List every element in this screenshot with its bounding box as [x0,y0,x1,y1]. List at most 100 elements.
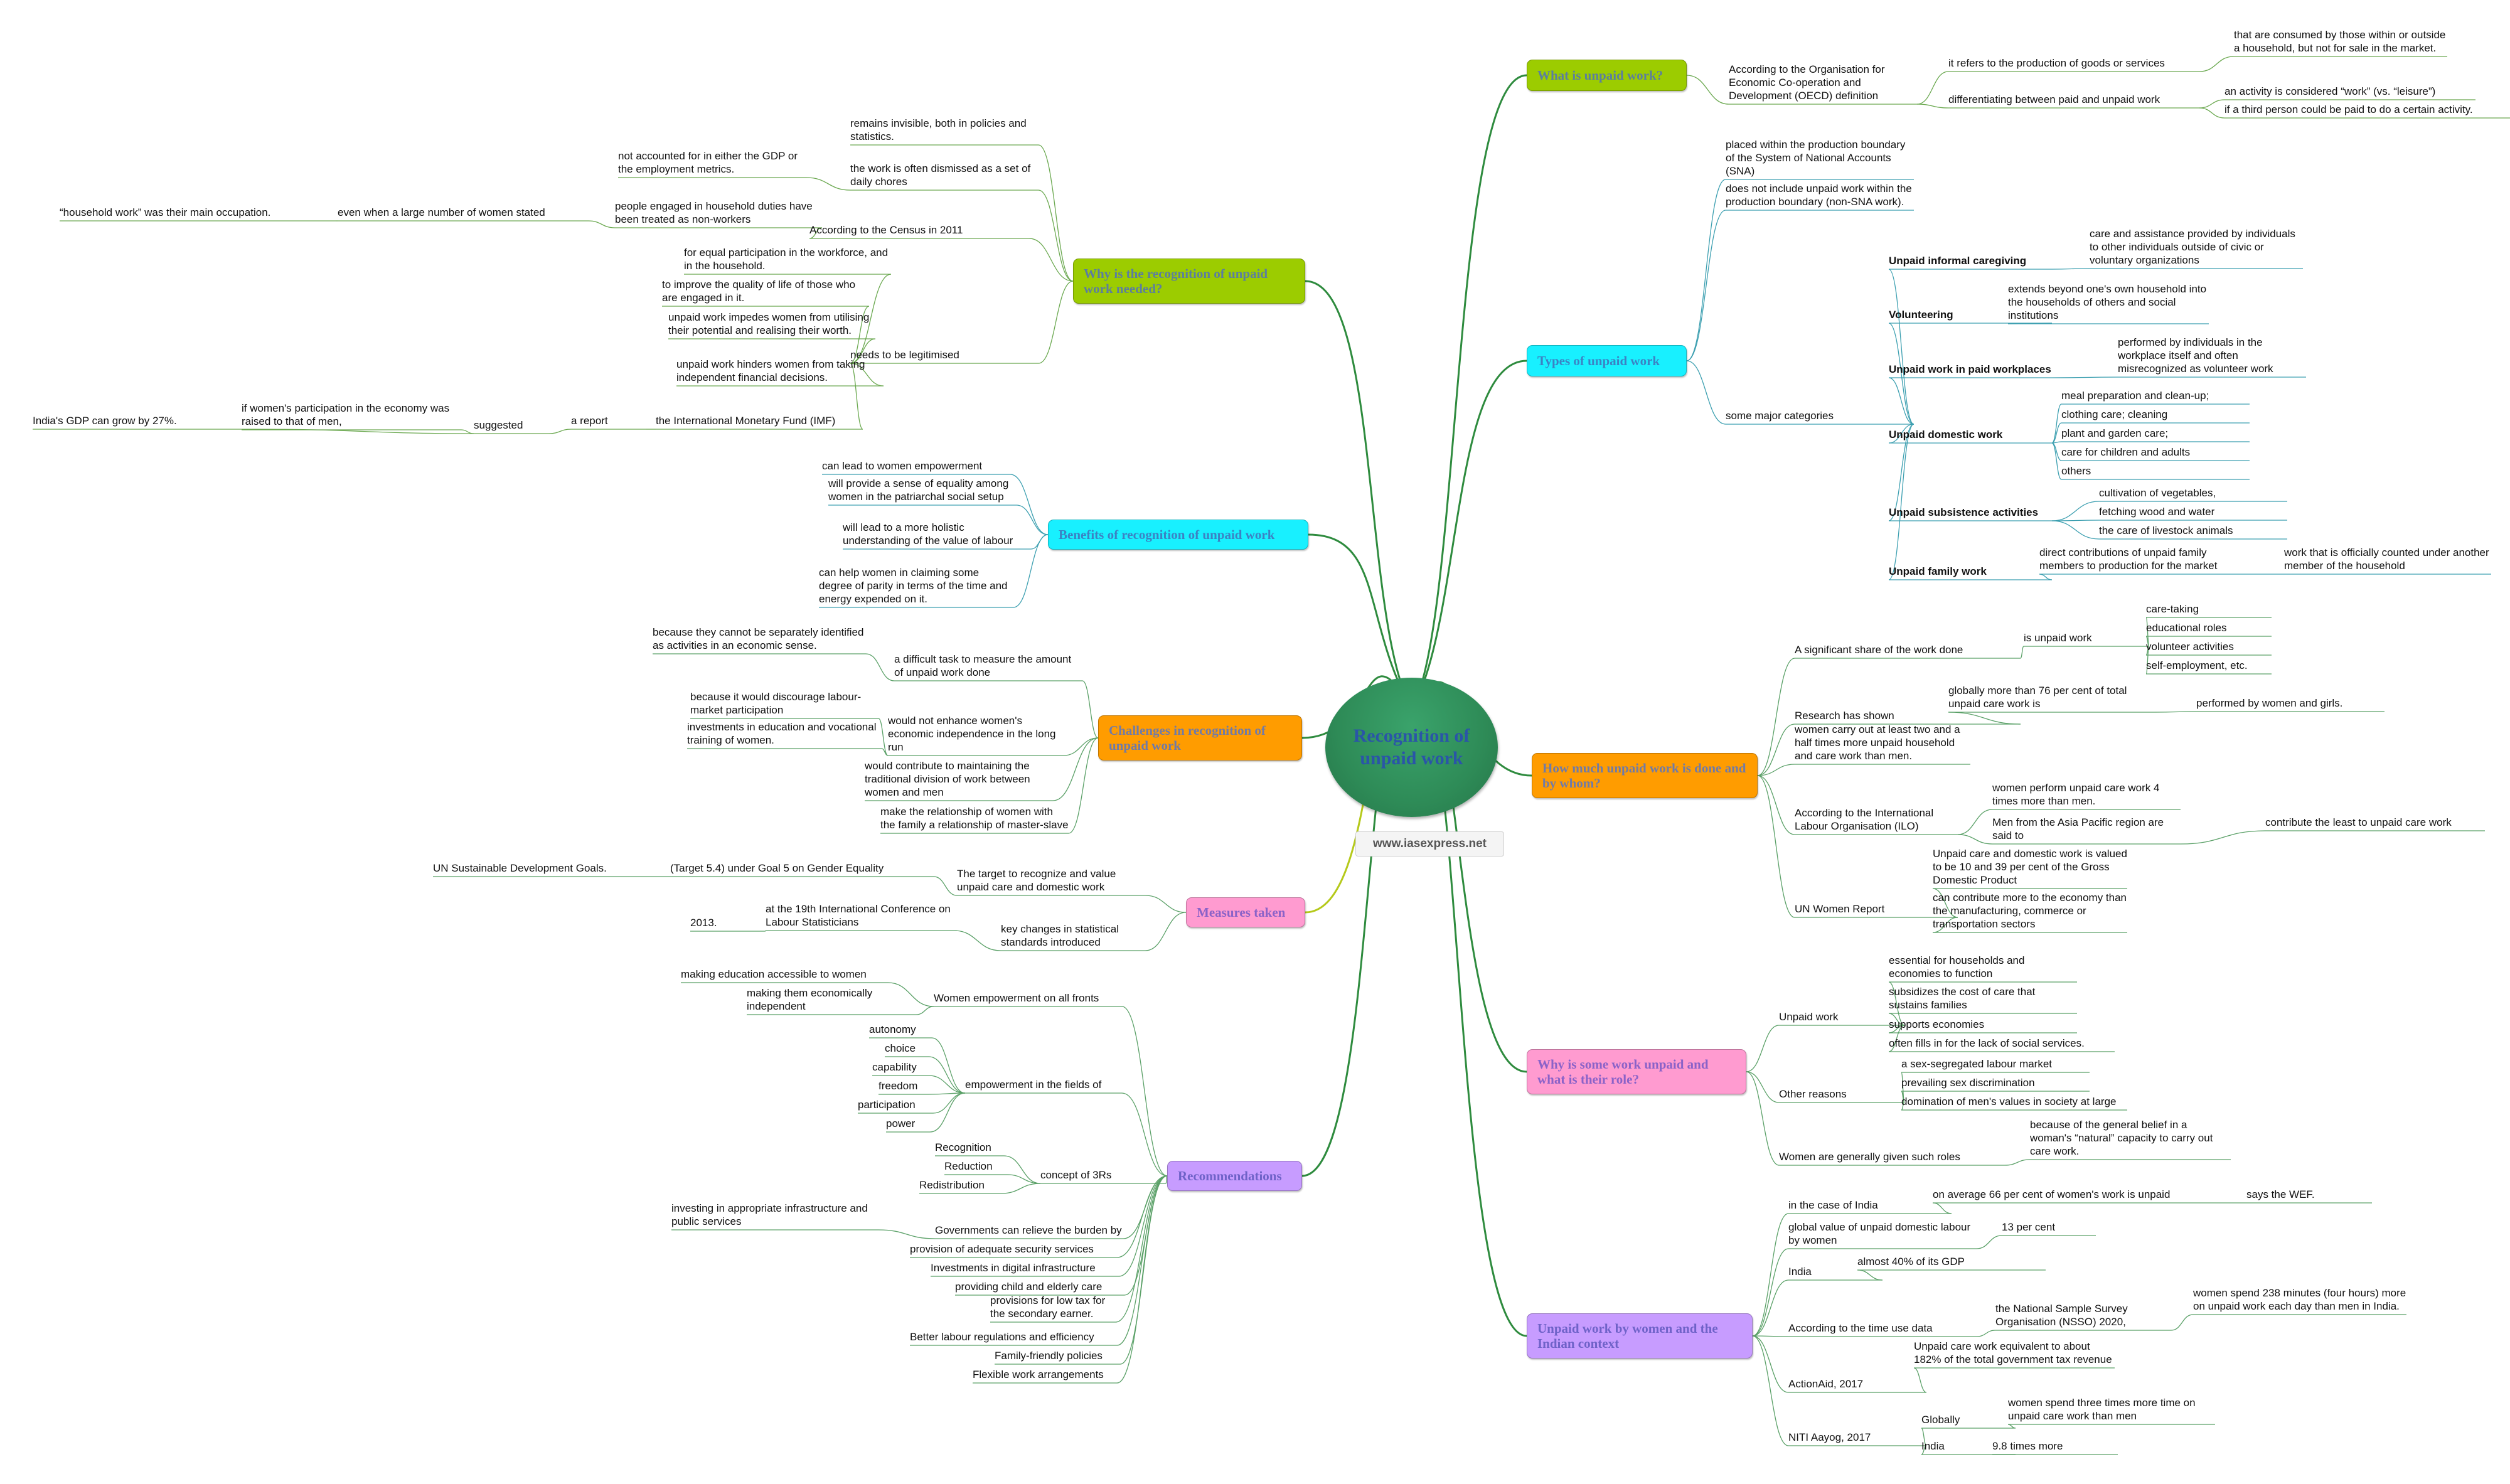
node-governments-can-relieve-the-burden-by[interactable]: Governments can relieve the burden by [935,1224,1122,1236]
node-9-8-times-more[interactable]: 9.8 times more [1992,1440,2063,1452]
node-power[interactable]: power [886,1118,916,1129]
node-a-report[interactable]: a report [571,415,608,427]
node-if-a-third-person-could-be-paid-to-do-a-[interactable]: if a third person could be paid to do a … [2224,104,2473,115]
node-work-that-is-officially-counted-under-an[interactable]: work that is officially counted under an… [2284,547,2489,572]
node-household-work-was-their-main-occupation[interactable]: “household work” was their main occupati… [60,206,271,218]
node-13-per-cent[interactable]: 13 per cent [2002,1221,2056,1233]
node-volunteering[interactable]: Volunteering [1889,309,1953,321]
node-volunteer-activities[interactable]: volunteer activities [2146,641,2234,653]
node-an-activity-is-considered-work-vs-leisur[interactable]: an activity is considered “work” (vs. “l… [2224,85,2436,97]
node-placed-within-the-production-boundary-of[interactable]: placed within the production boundary of… [1726,139,1906,177]
node-in-the-case-of-india[interactable]: in the case of India [1788,1199,1878,1211]
topic-why-role[interactable]: Why is some work unpaid and what is thei… [1527,1049,1746,1094]
node-women-carry-out-at-least-two-and-a-half-[interactable]: women carry out at least two and a half … [1795,723,1960,762]
topic-india[interactable]: Unpaid work by women and the Indian cont… [1527,1313,1753,1359]
node-making-education-accessible-to-women[interactable]: making education accessible to women [681,968,867,980]
node-india[interactable]: India [1788,1266,1812,1278]
node-for-equal-participation-in-the-workforce[interactable]: for equal participation in the workforce… [684,247,889,272]
node-investments-in-education-and-vocational-[interactable]: investments in education and vocational … [687,721,877,746]
node-key-changes-in-statistical-standards-int[interactable]: key changes in statistical standards int… [1001,923,1119,948]
node-remains-invisible-both-in-policies-and-s[interactable]: remains invisible, both in policies and … [850,117,1027,142]
node-india-s-gdp-can-grow-by-27[interactable]: India's GDP can grow by 27%. [33,415,177,427]
node-extends-beyond-one-s-own-household-into-[interactable]: extends beyond one's own household into … [2008,283,2207,321]
node-other-reasons[interactable]: Other reasons [1779,1088,1847,1100]
topic-challenges[interactable]: Challenges in recognition of unpaid work [1098,715,1302,761]
node-family-friendly-policies[interactable]: Family-friendly policies [995,1350,1103,1362]
node-educational-roles[interactable]: educational roles [2146,622,2227,634]
node-can-help-women-in-claiming-some-degree-o[interactable]: can help women in claiming some degree o… [819,567,1008,605]
node-concept-of-3rs[interactable]: concept of 3Rs [1040,1169,1112,1181]
node-the-work-is-often-dismissed-as-a-set-of-[interactable]: the work is often dismissed as a set of … [850,163,1031,188]
node-unpaid-subsistence-activities[interactable]: Unpaid subsistence activities [1889,506,2039,518]
node-fetching-wood-and-water[interactable]: fetching wood and water [2099,506,2215,518]
node-women-spend-three-times-more-time-on-unp[interactable]: women spend three times more time on unp… [2008,1397,2196,1422]
node-if-women-s-participation-in-the-economy-[interactable]: if women's participation in the economy … [242,402,450,427]
node-target-5-4-under-goal-5-on-gender-equali[interactable]: (Target 5.4) under Goal 5 on Gender Equa… [670,862,884,874]
node-unpaid-care-and-domestic-work-is-valued-[interactable]: Unpaid care and domestic work is valued … [1933,848,2127,886]
node-the-international-monetary-fund-imf[interactable]: the International Monetary Fund (IMF) [656,415,836,427]
node-suggested[interactable]: suggested [474,419,523,431]
node-subsidizes-the-cost-of-care-that-sustain[interactable]: subsidizes the cost of care that sustain… [1889,986,2036,1011]
node-un-sustainable-development-goals[interactable]: UN Sustainable Development Goals. [433,862,607,874]
node-differentiating-between-paid-and-unpaid-[interactable]: differentiating between paid and unpaid … [1948,93,2160,105]
node-a-difficult-task-to-measure-the-amount-o[interactable]: a difficult task to measure the amount o… [894,653,1072,678]
node-people-engaged-in-household-duties-have-[interactable]: people engaged in household duties have … [615,200,813,225]
topic-how[interactable]: How much unpaid work is done and by whom… [1532,753,1758,798]
node-recognition[interactable]: Recognition [935,1141,991,1153]
node-actionaid-2017[interactable]: ActionAid, 2017 [1788,1378,1864,1390]
node-the-target-to-recognize-and-value-unpaid[interactable]: The target to recognize and value unpaid… [957,868,1116,893]
node-according-to-the-census-in-2011[interactable]: According to the Census in 2011 [809,224,963,236]
topic-benefits[interactable]: Benefits of recognition of unpaid work [1048,520,1308,550]
node-because-it-would-discourage-labour-marke[interactable]: because it would discourage labour-marke… [690,691,862,716]
node-performed-by-women-and-girls[interactable]: performed by women and girls. [2196,697,2343,709]
node-says-the-wef[interactable]: says the WEF. [2246,1188,2315,1200]
node-a-significant-share-of-the-work-done[interactable]: A significant share of the work done [1795,644,1963,656]
topic-recs[interactable]: Recommendations [1167,1161,1302,1191]
topic-types[interactable]: Types of unpaid work [1527,345,1687,376]
node-on-average-66-per-cent-of-women-s-work-i[interactable]: on average 66 per cent of women's work i… [1933,1188,2171,1200]
node-because-of-the-general-belief-in-a-woman[interactable]: because of the general belief in a woman… [2030,1119,2213,1157]
node-some-major-categories[interactable]: some major categories [1726,410,1834,422]
node-flexible-work-arrangements[interactable]: Flexible work arrangements [973,1369,1104,1380]
node-autonomy[interactable]: autonomy [869,1023,916,1035]
node-india[interactable]: India [1921,1440,1945,1452]
node-a-sex-segregated-labour-market[interactable]: a sex-segregated labour market [1901,1058,2053,1070]
node-women-perform-unpaid-care-work-4-times-m[interactable]: women perform unpaid care work 4 times m… [1992,782,2160,807]
node-contribute-the-least-to-unpaid-care-work[interactable]: contribute the least to unpaid care work [2265,816,2452,828]
node-unpaid-work-hinders-women-from-taking-in[interactable]: unpaid work hinders women from taking in… [676,358,865,383]
node-would-not-enhance-women-s-economic-indep[interactable]: would not enhance women's economic indep… [888,715,1056,753]
node-providing-child-and-elderly-care[interactable]: providing child and elderly care [955,1281,1103,1293]
node-better-labour-regulations-and-efficiency[interactable]: Better labour regulations and efficiency [910,1331,1094,1343]
node-unpaid-work-impedes-women-from-utilising[interactable]: unpaid work impedes women from utilising… [668,311,870,336]
node-investments-in-digital-infrastructure[interactable]: Investments in digital infrastructure [931,1262,1096,1274]
node-capability[interactable]: capability [872,1061,917,1073]
node-care-for-children-and-adults[interactable]: care for children and adults [2061,446,2191,458]
node-unpaid-domestic-work[interactable]: Unpaid domestic work [1889,429,2003,440]
node-men-from-the-asia-pacific-region-are-sai[interactable]: Men from the Asia Pacific region are sai… [1992,816,2164,841]
node-choice[interactable]: choice [885,1042,916,1054]
node-women-are-generally-given-such-roles[interactable]: Women are generally given such roles [1779,1151,1960,1163]
node-often-fills-in-for-the-lack-of-social-se[interactable]: often fills in for the lack of social se… [1889,1037,2085,1049]
node-participation[interactable]: participation [858,1099,916,1111]
node-performed-by-individuals-in-the-workplac[interactable]: performed by individuals in the workplac… [2118,336,2273,375]
node-clothing-care-cleaning[interactable]: clothing care; cleaning [2061,408,2168,420]
node-niti-aayog-2017[interactable]: NITI Aayog, 2017 [1788,1431,1871,1443]
node-investing-in-appropriate-infrastructure-[interactable]: investing in appropriate infrastructure … [671,1202,868,1227]
node-that-are-consumed-by-those-within-or-out[interactable]: that are consumed by those within or out… [2234,29,2446,54]
topic-why-needed[interactable]: Why is the recognition of unpaid work ne… [1073,259,1305,304]
node-will-lead-to-a-more-holistic-understandi[interactable]: will lead to a more holistic understandi… [843,521,1013,547]
node-empowerment-in-the-fields-of[interactable]: empowerment in the fields of [965,1079,1102,1091]
node-research-has-shown[interactable]: Research has shown [1795,710,1894,722]
node-women-empowerment-on-all-fronts[interactable]: Women empowerment on all fronts [934,992,1099,1004]
central-topic[interactable]: Recognition of unpaid work [1325,678,1498,817]
node-not-accounted-for-in-either-the-gdp-or-t[interactable]: not accounted for in either the GDP or t… [618,150,798,175]
node-un-women-report[interactable]: UN Women Report [1795,903,1885,915]
node-plant-and-garden-care[interactable]: plant and garden care; [2061,427,2169,439]
node-the-national-sample-survey-organisation-[interactable]: the National Sample Survey Organisation … [1995,1303,2128,1328]
node-prevailing-sex-discrimination[interactable]: prevailing sex discrimination [1901,1077,2035,1089]
node-almost-40-of-its-gdp[interactable]: almost 40% of its GDP [1857,1256,1965,1268]
node-globally-more-than-76-per-cent-of-total-[interactable]: globally more than 76 per cent of total … [1948,685,2127,710]
node-the-care-of-livestock-animals[interactable]: the care of livestock animals [2099,525,2233,536]
node-redistribution[interactable]: Redistribution [919,1179,985,1191]
node-essential-for-households-and-economies-t[interactable]: essential for households and economies t… [1889,954,2025,980]
